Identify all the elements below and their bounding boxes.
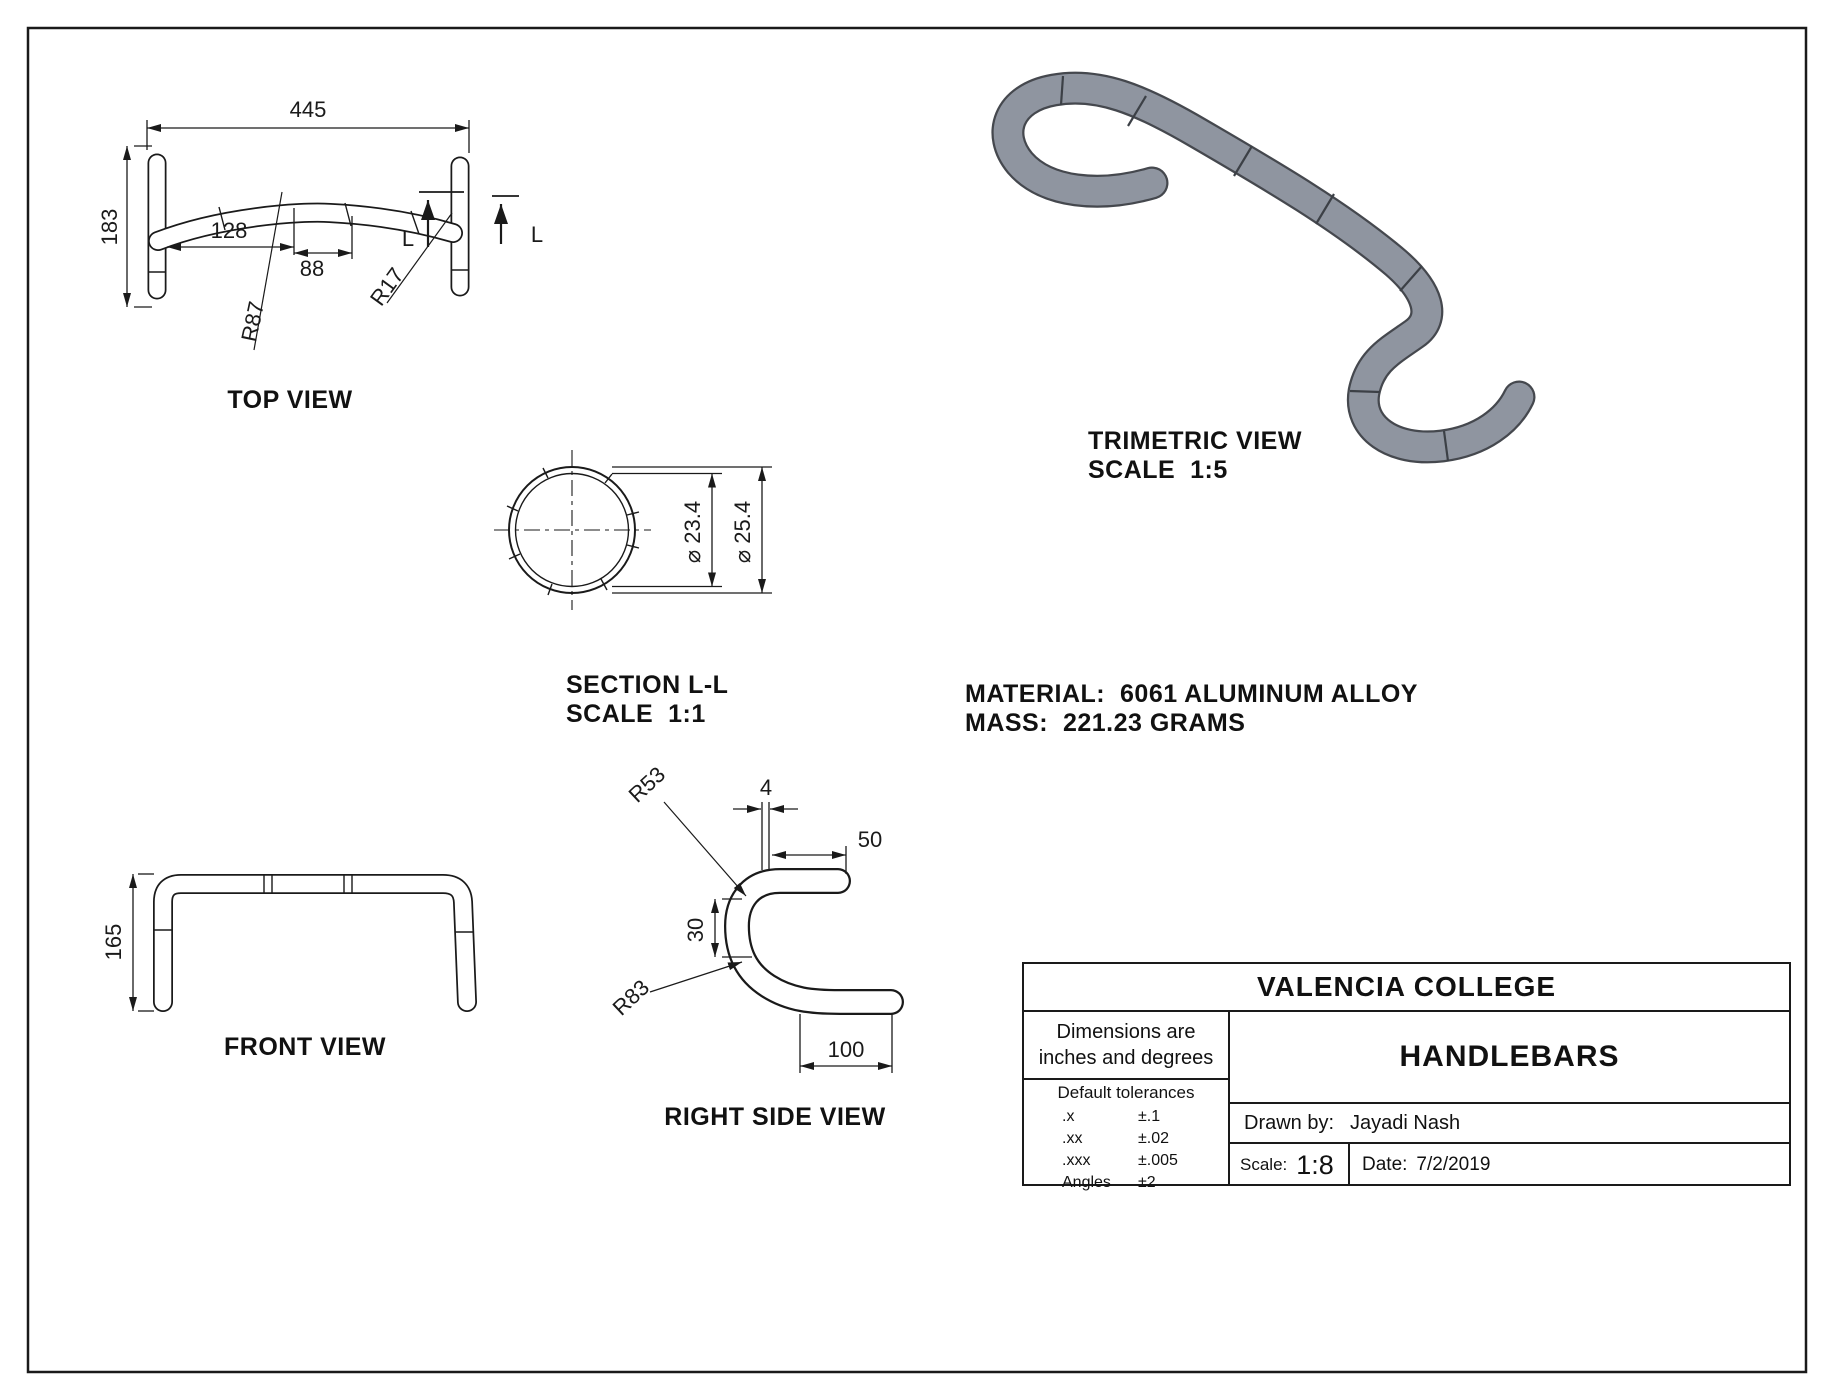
tolerance-row: .xx ±.02 <box>1024 1128 1228 1150</box>
tolerance-row: .x ±.1 <box>1024 1106 1228 1128</box>
right-side-view-title: RIGHT SIDE VIEW <box>664 1103 885 1131</box>
tolerance-value: ±.02 <box>1138 1130 1170 1147</box>
radius-r87-label: R87 <box>236 299 269 344</box>
dim-30: 30 <box>683 898 752 958</box>
material-note: MATERIAL: 6061 ALUMINUM ALLOY MASS: 221.… <box>965 680 1418 737</box>
trimetric-joint-ticks <box>1059 75 1450 462</box>
trimetric-view: TRIMETRIC VIEW SCALE 1:5 <box>991 71 1536 484</box>
part-name: HANDLEBARS <box>1230 1012 1789 1104</box>
scale-label: Scale: <box>1240 1155 1288 1174</box>
dim-100: 100 <box>799 1014 893 1073</box>
top-view-crossbar-fill <box>149 204 462 250</box>
trimetric-view-scale: SCALE 1:5 <box>1088 456 1228 484</box>
title-block: VALENCIA COLLEGE Dimensions are inches a… <box>1022 962 1791 1191</box>
radius-r83-label: R83 <box>608 975 655 1021</box>
date-value: 7/2/2019 <box>1416 1154 1491 1175</box>
dim-50-label: 50 <box>858 827 882 852</box>
tolerance-label: .xx <box>1062 1130 1083 1147</box>
tolerance-value: ±2 <box>1138 1174 1156 1191</box>
tolerance-label: .x <box>1062 1108 1075 1125</box>
dim-dia-inner-label: ⌀ 23.4 <box>680 501 705 563</box>
dim-dia-23-4: ⌀ 23.4 <box>612 472 722 588</box>
dim-88-label: 88 <box>300 256 324 281</box>
material-line: MATERIAL: 6061 ALUMINUM ALLOY <box>965 680 1418 708</box>
radius-r53-label: R53 <box>624 762 671 808</box>
dim-183: 183 <box>97 145 152 308</box>
top-view-title: TOP VIEW <box>227 386 352 414</box>
tolerances-header: Default tolerances <box>1057 1083 1195 1102</box>
radius-r83: R83 <box>608 961 743 1021</box>
units-note-line1: Dimensions are <box>1056 1021 1196 1043</box>
radius-r17-label: R17 <box>365 263 409 310</box>
units-note: Dimensions are inches and degrees <box>1024 1012 1228 1080</box>
date-label: Date: <box>1362 1154 1408 1175</box>
title-block-left-column: Dimensions are inches and degrees Defaul… <box>1024 1012 1230 1191</box>
tolerance-value: ±.1 <box>1138 1108 1161 1125</box>
tolerance-row: Angles ±2 <box>1024 1172 1228 1194</box>
drawn-by-value: Jayadi Nash <box>1350 1111 1461 1134</box>
right-view-tube-fill <box>726 870 902 1013</box>
dim-dia-outer-label: ⌀ 25.4 <box>730 501 755 563</box>
dim-dia-25-4: ⌀ 25.4 <box>612 466 772 594</box>
tolerance-row: .xxx ±.005 <box>1024 1150 1228 1172</box>
dim-165: 165 <box>101 873 154 1012</box>
units-note-line2: inches and degrees <box>1038 1047 1214 1069</box>
scale-date-row: Scale: 1:8 Date: 7/2/2019 <box>1230 1144 1789 1186</box>
section-view-scale: SCALE 1:1 <box>566 700 706 728</box>
top-view-bend-ticks <box>148 202 469 273</box>
tolerances-box: Default tolerances .x ±.1 .xx ±.02 .xxx … <box>1024 1080 1228 1194</box>
front-view-tube <box>153 874 477 1012</box>
dim-88: 88 <box>294 216 353 281</box>
dim-50: 50 <box>772 827 882 874</box>
section-rim-ticks <box>506 467 640 596</box>
dim-165-label: 165 <box>101 924 126 961</box>
front-view-tube-fill <box>154 875 476 1011</box>
mass-line: MASS: 221.23 GRAMS <box>965 709 1245 737</box>
right-side-view: 4 50 30 100 R53 R83 <box>608 762 904 1131</box>
section-arrow-label-1: L <box>402 226 414 251</box>
drawn-by-row: Drawn by: Jayadi Nash <box>1230 1104 1789 1144</box>
top-view: 445 183 128 88 R87 R17 <box>97 97 543 414</box>
section-arrow-label-2: L <box>531 222 543 247</box>
title-block-right-column: HANDLEBARS Drawn by: Jayadi Nash Scale: … <box>1230 1012 1789 1186</box>
tolerance-label: Angles <box>1062 1174 1111 1191</box>
front-view-title: FRONT VIEW <box>224 1033 386 1061</box>
dim-445-label: 445 <box>290 97 327 122</box>
trimetric-tube-outline <box>991 71 1536 464</box>
section-view-title: SECTION L-L <box>566 671 728 699</box>
scale-cell: Scale: 1:8 <box>1230 1144 1350 1186</box>
dim-30-label: 30 <box>683 918 708 942</box>
tolerance-label: .xxx <box>1062 1152 1091 1169</box>
front-view-bend-ticks <box>154 875 474 933</box>
dim-128-label: 128 <box>211 218 248 243</box>
drawn-by-label: Drawn by: <box>1244 1111 1335 1134</box>
radius-r53: R53 <box>624 762 747 897</box>
dim-4-label: 4 <box>760 775 772 800</box>
scale-value: 1:8 <box>1296 1149 1334 1180</box>
dim-4: 4 <box>733 775 798 870</box>
dim-100-label: 100 <box>828 1037 865 1062</box>
section-view: ⌀ 23.4 ⌀ 25.4 SECTION L-L SCALE 1:1 <box>494 450 772 728</box>
page-border <box>26 26 1808 1374</box>
trimetric-view-title: TRIMETRIC VIEW <box>1088 427 1302 455</box>
dim-445: 445 <box>146 97 470 153</box>
dim-183-label: 183 <box>97 209 122 246</box>
trimetric-tube-body <box>993 73 1534 462</box>
front-view: 165 FRONT VIEW <box>101 873 477 1061</box>
tolerance-value: ±.005 <box>1138 1152 1178 1169</box>
date-cell: Date: 7/2/2019 <box>1350 1144 1789 1186</box>
section-cut-arrows: L L <box>402 191 543 251</box>
company-name: VALENCIA COLLEGE <box>1024 964 1789 1012</box>
